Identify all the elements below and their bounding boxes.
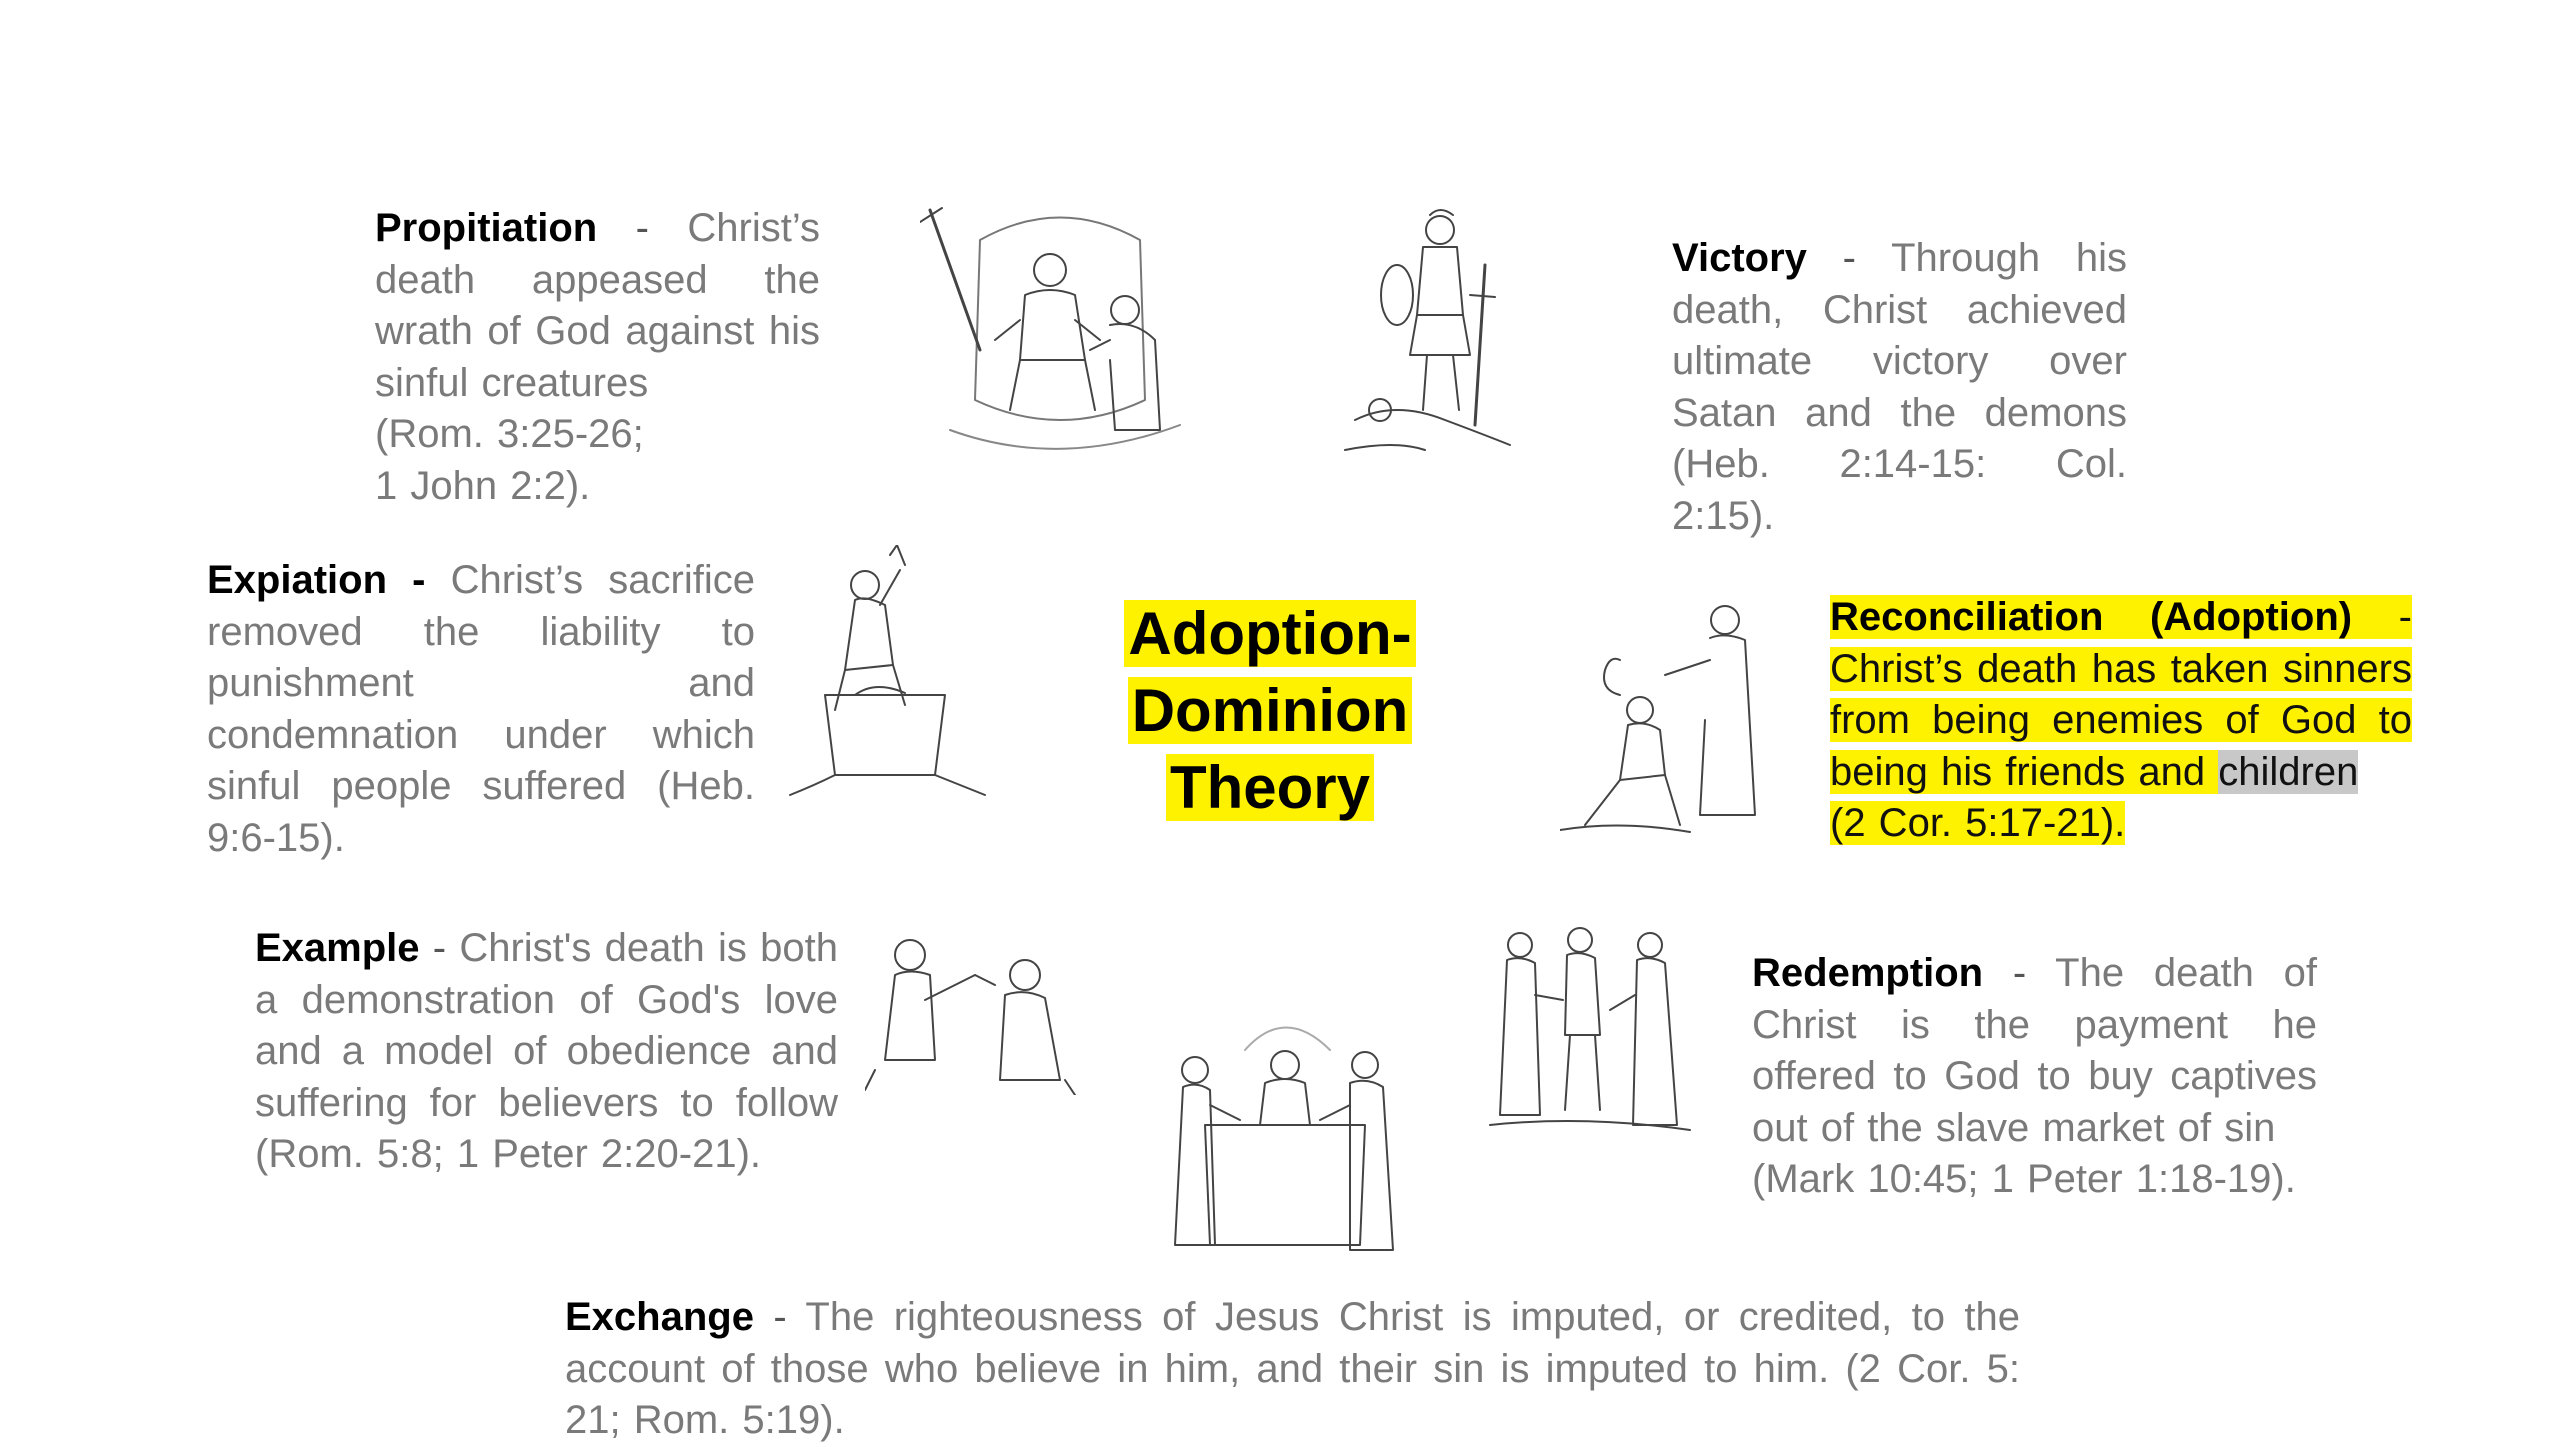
propitiation-dash: - [597,206,688,250]
exchange-text: The righteousness of Jesus Christ is imp… [565,1295,2020,1442]
reconciliation-dash: - [2352,595,2412,639]
example-block: Example - Christ's death is both a demon… [255,923,838,1181]
title-line-3: Theory [1165,754,1375,821]
title-line-1: Adoption- [1124,600,1416,667]
redemption-text: The death of Christ is the payment he of… [1752,951,2317,1150]
throne-kneeling-illustration [920,200,1200,460]
reconciliation-block: Reconciliation (Adoption) - Christ’s dea… [1830,592,2412,850]
example-term: Example [255,926,420,970]
exchange-term: Exchange [565,1295,754,1339]
example-dash: - [419,926,460,970]
exchange-table-illustration [1155,1005,1415,1260]
altar-sacrifice-illustration [785,545,990,810]
title-line-2: Dominion [1127,677,1413,744]
propitiation-term: Propitiation [375,206,598,250]
redemption-market-illustration [1485,925,1695,1140]
exchange-dash: - [753,1295,806,1339]
expiation-text: Christ’s sacrifice removed the liability… [207,558,755,860]
expiation-term: Expiation - [207,558,426,602]
warrior-victory-illustration [1335,205,1525,470]
victory-term: Victory [1672,236,1807,280]
victory-dash: - [1806,236,1892,280]
propitiation-ref1: (Rom. 3:25-26; [375,412,644,456]
propitiation-ref2: 1 John 2:2). [375,463,591,508]
redemption-dash: - [1983,951,2056,995]
victory-text: Through his death, Christ achieved ultim… [1672,236,2128,538]
reconciliation-ref: (2 Cor. 5:17-21). [1830,801,2126,845]
teaching-example-illustration [865,930,1085,1095]
redemption-ref: (Mark 10:45; 1 Peter 1:18-19). [1752,1157,2296,1201]
redemption-block: Redemption - The death of Christ is the … [1752,948,2317,1206]
redemption-term: Redemption [1752,951,1984,995]
center-title: Adoption- Dominion Theory [1080,595,1460,826]
adoption-kneeling-illustration [1560,600,1775,840]
propitiation-text: Christ’s death appeased the wrath of God… [375,206,820,405]
victory-block: Victory - Through his death, Christ achi… [1672,233,2127,542]
reconciliation-text: Christ’s death has taken sinners from be… [1830,646,2412,794]
reconciliation-highlighted-word: children [2218,749,2359,794]
reconciliation-term: Reconciliation (Adoption) [1830,595,2353,639]
exchange-block: Exchange - The righteousness of Jesus Ch… [565,1292,2020,1447]
propitiation-block: Propitiation - Christ’s death appeased t… [375,203,820,512]
example-text: Christ's death is both a demonstration o… [255,926,839,1176]
expiation-block: Expiation - Christ’s sacrifice removed t… [207,555,755,864]
